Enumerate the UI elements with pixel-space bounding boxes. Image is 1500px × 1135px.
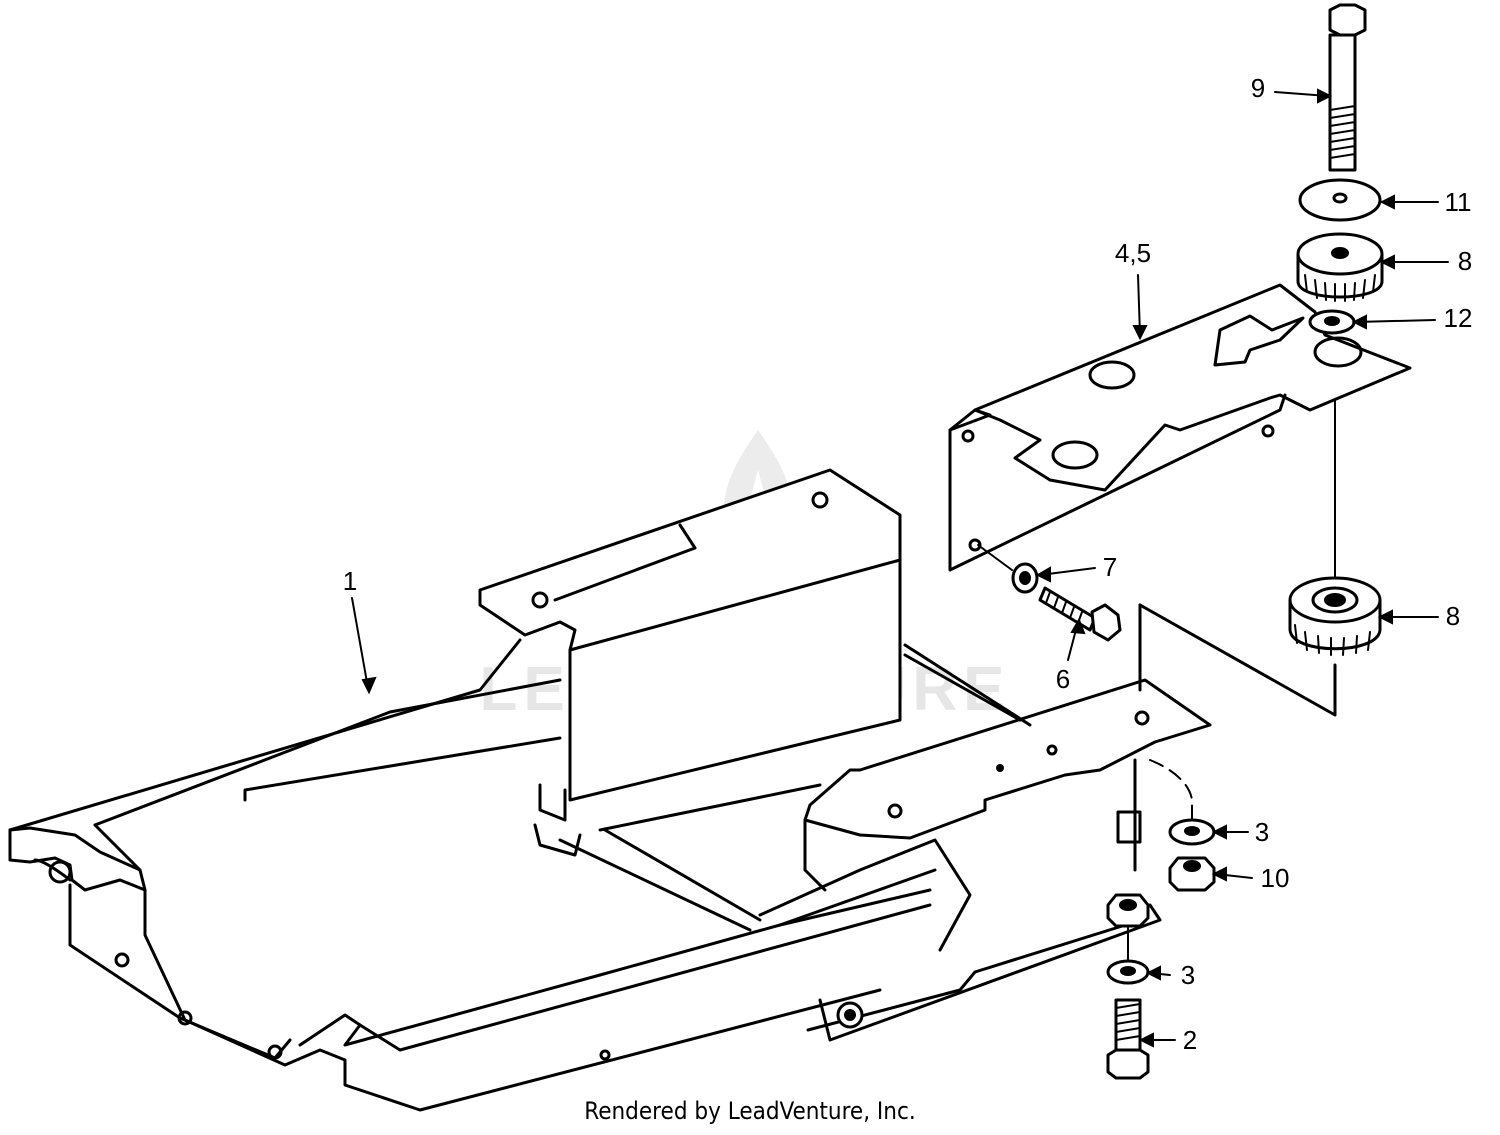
callout-2: 2 [1183, 1025, 1197, 1055]
callout-3-lower: 3 [1181, 960, 1195, 990]
rubber-mount-8-lower [1288, 576, 1382, 656]
bolt-2 [1106, 998, 1150, 1080]
callout-3-upper: 3 [1255, 817, 1269, 847]
washer-12 [1308, 309, 1356, 335]
washer-3-upper [1168, 818, 1216, 846]
washer-3-lower [1106, 959, 1150, 985]
washer-11 [1298, 178, 1382, 222]
footer-credit: Rendered by LeadVenture, Inc. [584, 1097, 916, 1125]
nut-10 [1168, 856, 1216, 892]
axis-line-7 [977, 544, 1013, 571]
washer-7 [1011, 562, 1039, 594]
callout-4-5: 4,5 [1115, 238, 1151, 268]
rubber-mount-8-upper [1296, 232, 1384, 302]
callout-labels: 9 11 8 12 4,5 7 6 8 1 3 10 3 2 [343, 73, 1473, 1055]
callout-6: 6 [1056, 664, 1070, 694]
side-plate [1138, 603, 1337, 717]
main-frame [8, 468, 1212, 1112]
bolt-9 [1328, 3, 1367, 172]
nut-frame [1106, 893, 1150, 928]
callout-8-lower: 8 [1446, 601, 1460, 631]
callout-9: 9 [1251, 73, 1265, 103]
callout-8-upper: 8 [1458, 246, 1472, 276]
callout-leaders [351, 88, 1449, 1048]
callout-1: 1 [343, 566, 357, 596]
callout-10: 10 [1261, 863, 1290, 893]
callout-7: 7 [1103, 552, 1117, 582]
callout-12: 12 [1444, 303, 1473, 333]
bolt-6 [1038, 586, 1122, 642]
axis-line-3 [1149, 759, 1193, 826]
callout-11: 11 [1445, 187, 1472, 217]
